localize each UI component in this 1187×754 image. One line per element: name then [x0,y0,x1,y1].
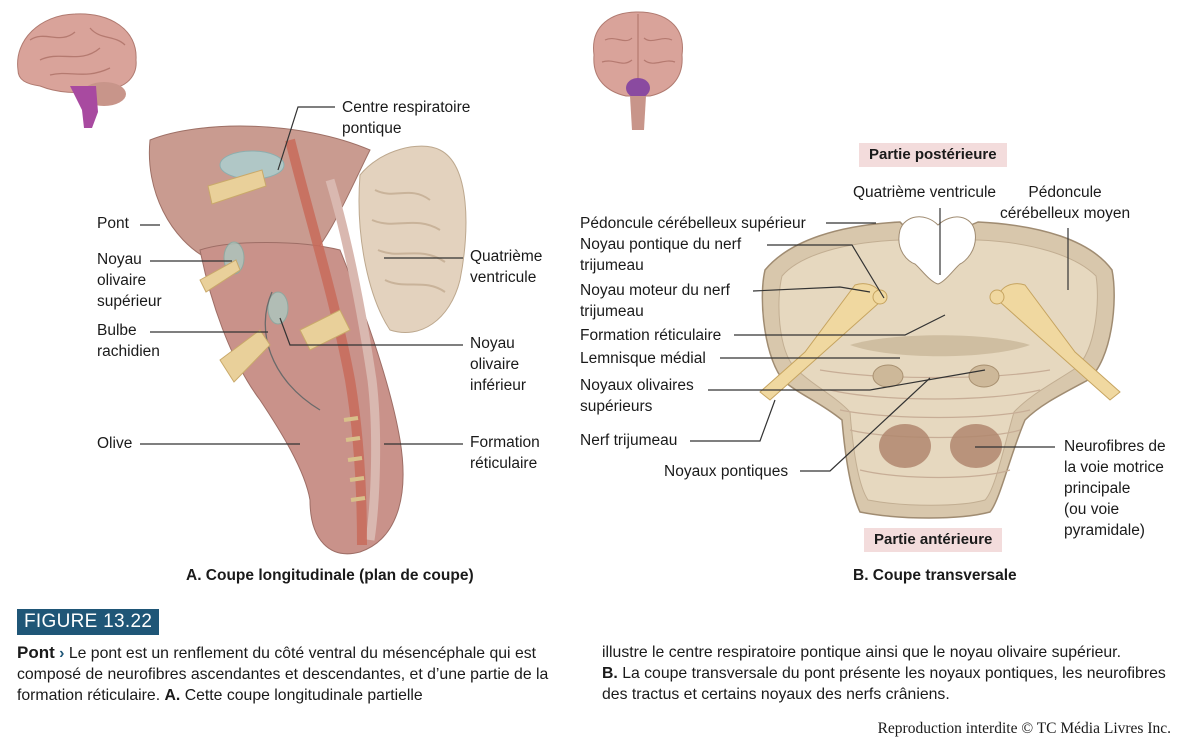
legend-title: Pont [17,643,55,662]
caption-panel-a: A. Coupe longitudinale (plan de coupe) [186,567,474,584]
figure-number-badge: FIGURE 13.22 [17,609,160,635]
legend-col2-b: B. [602,665,618,682]
label-pontine-nuclei: Noyaux pontiques [664,463,789,480]
transverse-section-illustration [759,216,1121,519]
label-olive: Olive [97,435,133,452]
legend-col2-text: illustre le centre respiratoire pontique… [602,644,1121,661]
label-respiratory-center: Centre respiratoire pontique [342,99,471,137]
panel-a-leader-lines [140,106,463,445]
legend-col1-end: Cette coupe longitudinale partielle [180,687,423,704]
label-middle-peduncle: Pédoncule cérébelleux moyen [1000,184,1131,222]
caption-panel-b: B. Coupe transversale [853,567,1017,584]
label-superior-olive: Noyau olivaire supérieur [97,251,162,310]
legend-col1-text: Le pont est un renflement du côté ventra… [17,645,549,704]
panel-b-leader-lines [690,208,1069,472]
label-superior-peduncle: Pédoncule cérébelleux supérieur [580,215,806,232]
brain-thumbnail-anterior-icon [593,11,683,130]
label-medial-lemniscus: Lemnisque médial [580,350,706,367]
brain-thumbnail-lateral-icon [17,13,137,128]
label-fourth-ventricle-a: Quatrième ventricule [470,248,543,286]
longitudinal-section-illustration [148,125,467,555]
pons-figure [17,11,1121,555]
legend-arrow: › [59,645,65,662]
label-reticular-formation-b: Formation réticulaire [580,327,722,344]
legend-column-1: Pont › Le pont est un renflement du côté… [17,642,577,706]
label-pons: Pont [97,215,129,232]
label-trigeminal-motor: Noyau moteur du nerf trijumeau [580,282,730,320]
label-trigeminal-nerve: Nerf trijumeau [580,432,678,449]
label-medulla: Bulbe rachidien [97,322,160,360]
copyright-notice: Reproduction interdite © TC Média Livres… [877,720,1171,737]
label-reticular-formation-a: Formation réticulaire [470,434,540,472]
legend-col2-end: La coupe transversale du pont présente l… [602,665,1166,703]
label-trigeminal-pontine: Noyau pontique du nerf trijumeau [580,236,742,274]
legend-col1-a: A. [164,687,181,704]
label-superior-olives: Noyaux olivaires supérieurs [580,377,694,415]
tag-anterior: Partie antérieure [864,528,1003,552]
label-pyramidal-fibers: Neurofibres de la voie motrice principal… [1064,438,1166,539]
label-inferior-olive: Noyau olivaire inférieur [470,335,526,394]
legend-column-2: illustre le centre respiratoire pontique… [602,642,1172,705]
label-fourth-ventricle-b: Quatrième ventricule [853,184,997,201]
tag-posterior: Partie postérieure [859,143,1007,167]
